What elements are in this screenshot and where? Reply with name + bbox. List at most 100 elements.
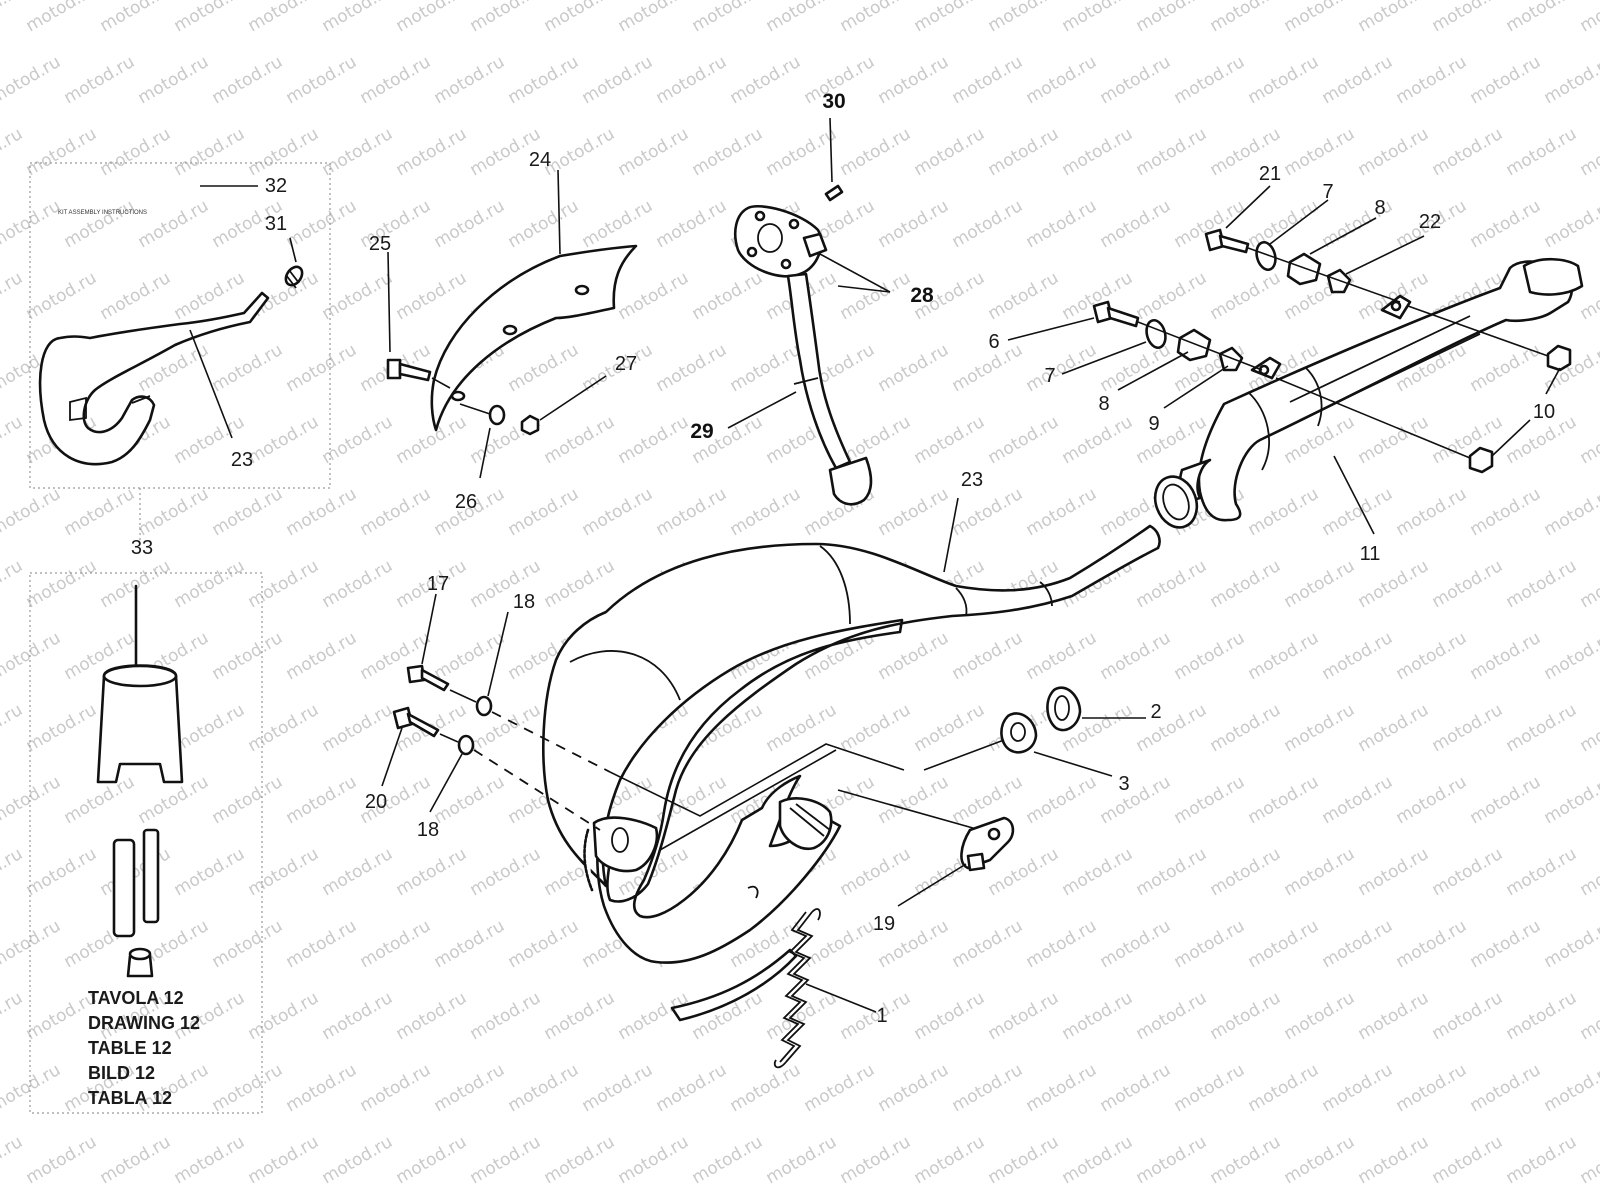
callout-3: 3: [1118, 773, 1129, 795]
watermark-text: motod.ru: [0, 52, 64, 108]
watermark-text: motod.ru: [171, 1132, 249, 1188]
watermark-text: motod.ru: [431, 1060, 509, 1116]
watermark-text: motod.ru: [1503, 988, 1581, 1044]
watermark-text: motod.ru: [1171, 52, 1249, 108]
watermark-text: motod.ru: [1503, 124, 1581, 180]
watermark-text: motod.ru: [1023, 772, 1101, 828]
watermark-text: motod.ru: [171, 556, 249, 612]
watermark-text: motod.ru: [1429, 0, 1507, 36]
watermark-text: motod.ru: [209, 916, 287, 972]
watermark-text: motod.ru: [949, 52, 1027, 108]
watermark-text: motod.ru: [1023, 1060, 1101, 1116]
leader-26: [479, 427, 491, 479]
watermark-text: motod.ru: [579, 1060, 657, 1116]
watermark-text: motod.ru: [1467, 628, 1545, 684]
watermark-text: motod.ru: [1577, 1132, 1600, 1188]
watermark-text: motod.ru: [209, 484, 287, 540]
watermark-text: motod.ru: [1393, 1060, 1471, 1116]
watermark-text: motod.ru: [431, 196, 509, 252]
watermark-text: motod.ru: [209, 1060, 287, 1116]
watermark-text: motod.ru: [875, 772, 953, 828]
watermark-text: motod.ru: [1319, 1060, 1397, 1116]
watermark-text: motod.ru: [1503, 700, 1581, 756]
watermark-text: motod.ru: [1577, 988, 1600, 1044]
watermark-text: motod.ru: [727, 52, 805, 108]
watermark-text: motod.ru: [653, 484, 731, 540]
watermark-text: motod.ru: [911, 0, 989, 36]
watermark-text: motod.ru: [1467, 340, 1545, 396]
table-label-bild: BILD 12: [88, 1063, 155, 1083]
watermark-text: motod.ru: [393, 1132, 471, 1188]
watermark-text: motod.ru: [1577, 412, 1600, 468]
watermark-text: motod.ru: [1133, 124, 1211, 180]
watermark-text: motod.ru: [1541, 196, 1600, 252]
watermark-text: motod.ru: [1133, 844, 1211, 900]
watermark-text: motod.ru: [245, 0, 323, 36]
leader-18b: [429, 753, 463, 813]
watermark-text: motod.ru: [911, 412, 989, 468]
watermark-text: motod.ru: [615, 268, 693, 324]
leader-9: [1163, 365, 1229, 409]
watermark-text: motod.ru: [319, 844, 397, 900]
watermark-text: motod.ru: [505, 340, 583, 396]
callout-26: 26: [455, 491, 477, 513]
watermark-text: motod.ru: [467, 0, 545, 36]
watermark-text: motod.ru: [467, 1132, 545, 1188]
table-label-table: TABLE 12: [88, 1038, 172, 1058]
watermark-text: motod.ru: [245, 844, 323, 900]
axis-20: [439, 733, 459, 743]
watermark-text: motod.ru: [1541, 916, 1600, 972]
watermark-text: motod.ru: [1133, 556, 1211, 612]
watermark-text: motod.ru: [615, 124, 693, 180]
watermark-text: motod.ru: [875, 628, 953, 684]
watermark-text: motod.ru: [541, 0, 619, 36]
watermark-text: motod.ru: [1059, 124, 1137, 180]
callout-18-upper: 18: [513, 591, 535, 613]
callout-8-lower: 8: [1098, 393, 1109, 415]
watermark-text: motod.ru: [61, 52, 139, 108]
watermark-text: motod.ru: [23, 700, 101, 756]
watermark-text: motod.ru: [949, 340, 1027, 396]
watermark-text: motod.ru: [245, 556, 323, 612]
watermark-text: motod.ru: [61, 484, 139, 540]
watermark-text: motod.ru: [97, 1132, 175, 1188]
leader-10b: [1491, 419, 1531, 457]
table-label-drawing: DRAWING 12: [88, 1013, 200, 1033]
axis-26: [459, 403, 491, 415]
watermark-text: motod.ru: [357, 484, 435, 540]
watermark-text: motod.ru: [985, 0, 1063, 36]
watermark-text: motod.ru: [1319, 916, 1397, 972]
watermark-text: motod.ru: [283, 484, 361, 540]
washer-18b-drawing: [457, 734, 475, 756]
watermark-text: motod.ru: [1393, 628, 1471, 684]
watermark-text: motod.ru: [541, 412, 619, 468]
watermark-text: motod.ru: [1467, 772, 1545, 828]
watermark-text: motod.ru: [911, 124, 989, 180]
watermark-text: motod.ru: [1245, 196, 1323, 252]
mount-axis-line: [609, 743, 905, 817]
leader-1: [805, 983, 877, 1013]
leader-24: [557, 169, 561, 255]
watermark-text: motod.ru: [689, 1132, 767, 1188]
watermark-text: motod.ru: [135, 52, 213, 108]
watermark-text: motod.ru: [1319, 772, 1397, 828]
bolt-17-drawing: [406, 664, 450, 692]
watermark-text: motod.ru: [1467, 484, 1545, 540]
watermark-text: motod.ru: [1467, 196, 1545, 252]
watermark-text: motod.ru: [763, 988, 841, 1044]
leader-3: [1033, 751, 1113, 777]
watermark-text: motod.ru: [763, 124, 841, 180]
watermark-text: motod.ru: [689, 268, 767, 324]
watermark-text: motod.ru: [1245, 52, 1323, 108]
watermark-text: motod.ru: [911, 700, 989, 756]
watermark-text: motod.ru: [1023, 484, 1101, 540]
callout-7-lower: 7: [1044, 365, 1055, 387]
watermark-text: motod.ru: [357, 52, 435, 108]
watermark-text: motod.ru: [763, 0, 841, 36]
tool-kit-drawing: [96, 584, 184, 978]
callout-32: 32: [265, 175, 287, 197]
watermark-text: motod.ru: [541, 1132, 619, 1188]
watermark-text: motod.ru: [1503, 844, 1581, 900]
watermark-text: motod.ru: [837, 0, 915, 36]
watermark-text: motod.ru: [319, 0, 397, 36]
